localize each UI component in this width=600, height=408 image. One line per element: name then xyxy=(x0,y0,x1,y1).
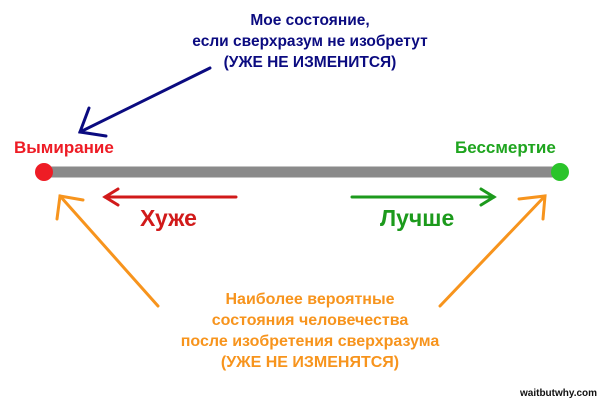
bottom-note: Наиболее вероятные состояния человечеств… xyxy=(120,289,500,373)
better-label: Лучше xyxy=(380,205,455,231)
bottom-note-line-2: состояния человечества xyxy=(211,312,409,329)
worse-label: Хуже xyxy=(140,205,197,231)
top-note: Мое состояние, если сверхразум не изобре… xyxy=(150,10,470,73)
top-note-line-1: Мое состояние, xyxy=(250,12,370,29)
worse-arrow xyxy=(102,187,238,207)
bottom-note-line-1: Наиболее вероятные xyxy=(225,291,395,308)
immortality-label: Бессмертие xyxy=(455,138,556,157)
orange-arrow-left xyxy=(55,194,160,308)
top-note-line-2: если сверхразум не изобретут xyxy=(192,33,428,50)
extinction-label: Вымирание xyxy=(14,138,114,157)
orange-arrow-right xyxy=(438,194,547,308)
immortality-dot xyxy=(551,163,569,181)
watermark: waitbutwhy.com xyxy=(520,388,598,399)
bottom-note-line-4: (УЖЕ НЕ ИЗМЕНЯТСЯ) xyxy=(220,354,400,371)
bottom-note-line-3: после изобретения сверхразума xyxy=(180,333,440,350)
navy-pointer-arrow xyxy=(77,66,212,138)
top-note-line-3: (УЖЕ НЕ ИЗМЕНИТСЯ) xyxy=(223,54,397,71)
extinction-dot xyxy=(35,163,53,181)
better-arrow xyxy=(350,187,497,207)
